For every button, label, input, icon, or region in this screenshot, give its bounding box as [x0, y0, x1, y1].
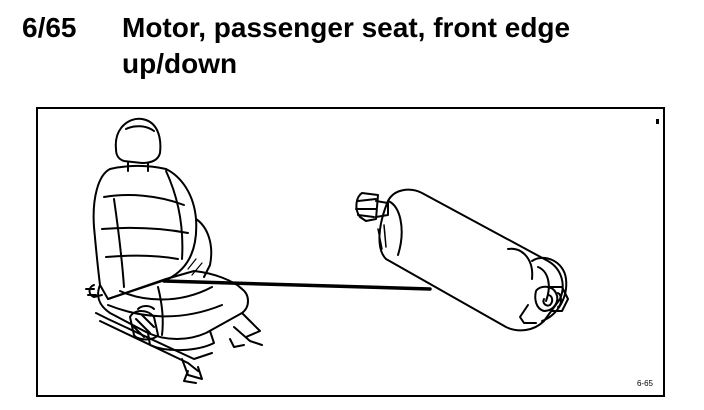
figure-code: 6-65: [636, 379, 653, 388]
leader-line: [162, 279, 432, 291]
section-title-line-1: Motor, passenger seat, front edge: [122, 12, 571, 43]
car-seat-icon: [85, 117, 263, 384]
electric-motor-icon: [355, 188, 569, 332]
section-number: 6/65: [22, 12, 77, 43]
section-title-line-2: up/down: [122, 48, 238, 79]
illustration: [85, 117, 569, 384]
illustration-frame: 6-65: [36, 107, 665, 397]
corner-mark: [656, 119, 659, 124]
section-heading: 6/65 Motor, passenger seat, front edge u…: [22, 10, 682, 90]
section-title: Motor, passenger seat, front edge up/dow…: [122, 10, 682, 82]
